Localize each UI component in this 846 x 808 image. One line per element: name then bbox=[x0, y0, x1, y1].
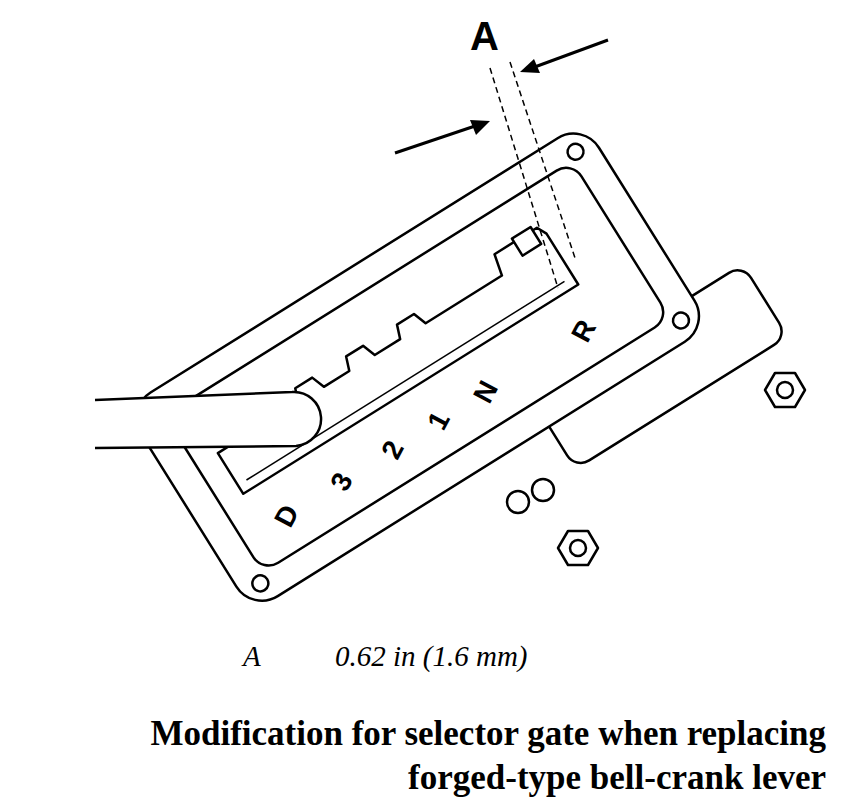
nut-bolt bbox=[777, 382, 793, 398]
nut bbox=[765, 373, 805, 407]
nut-bolt bbox=[570, 540, 586, 556]
slot-edge bbox=[246, 281, 564, 480]
dimension-arrow bbox=[532, 40, 608, 68]
screw bbox=[565, 141, 587, 163]
gate-stop bbox=[512, 227, 541, 256]
selector-lever bbox=[95, 392, 321, 448]
gate-plate bbox=[125, 122, 710, 612]
dimension-letter: A bbox=[470, 16, 499, 56]
gate-bezel bbox=[165, 161, 670, 572]
dimension-line bbox=[510, 62, 575, 258]
figure-caption: Modification for selector gate when repl… bbox=[86, 712, 826, 800]
arrowhead bbox=[470, 120, 490, 135]
key-value: 0.62 in (1.6 mm) bbox=[335, 642, 528, 671]
screw bbox=[249, 572, 271, 594]
screw bbox=[670, 309, 692, 331]
key-letter: A bbox=[243, 642, 261, 671]
screw bbox=[532, 479, 554, 501]
nut bbox=[558, 531, 598, 565]
dimension-arrow bbox=[395, 125, 478, 153]
gate-slot bbox=[206, 225, 578, 494]
screw bbox=[507, 491, 529, 513]
arrowhead bbox=[520, 59, 540, 73]
